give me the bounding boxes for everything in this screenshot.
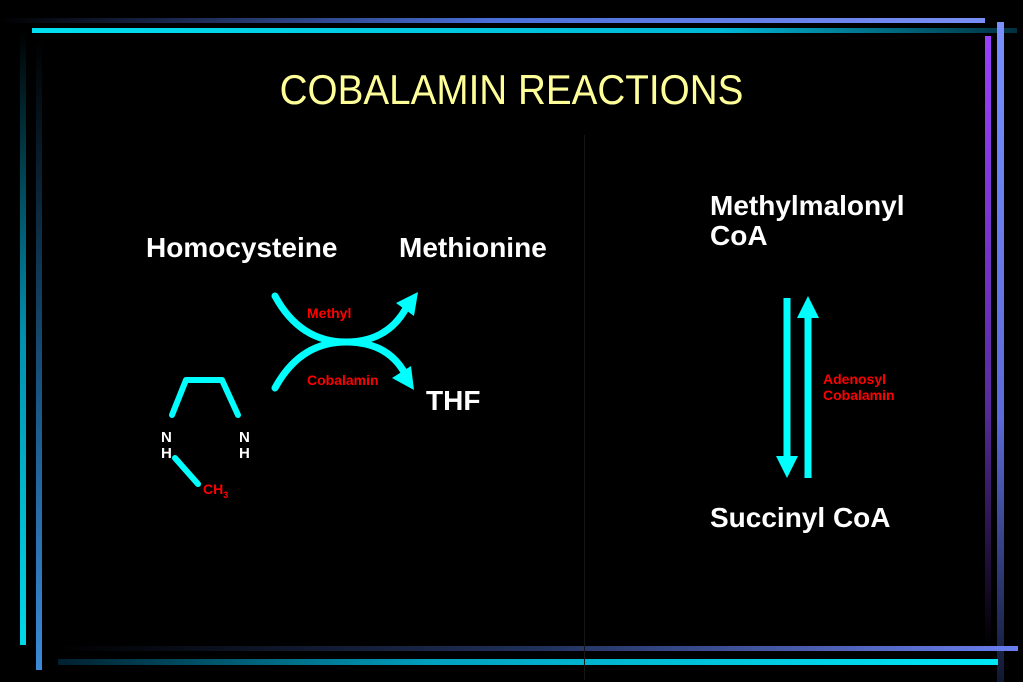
methyl-label: Methyl	[307, 305, 352, 321]
ch3-label: CH3	[203, 481, 229, 500]
slide-title: COBALAMIN REACTIONS	[279, 66, 744, 113]
adenosyl-cobalamin-label: Adenosyl Cobalamin	[823, 371, 895, 403]
homocysteine-label: Homocysteine	[146, 232, 338, 263]
succinyl-coa-label: Succinyl CoA	[710, 502, 891, 533]
methyl-bond	[172, 455, 201, 487]
panel-divider	[584, 135, 585, 680]
methionine-label: Methionine	[399, 232, 547, 263]
cobalamin-label: Cobalamin	[307, 372, 379, 388]
methionine-arrowhead	[396, 292, 418, 316]
thf-label: THF	[426, 385, 481, 416]
methylmalonyl-coa-label: Methylmalonyl CoA	[710, 190, 905, 251]
ring-n-right: N H	[239, 429, 250, 462]
up-arrowhead	[797, 296, 819, 318]
down-arrowhead	[776, 456, 798, 478]
ring-n-left: N H	[161, 429, 172, 462]
thf-arrowhead	[392, 366, 414, 390]
cobalamin-transfer-arrow	[271, 338, 412, 392]
ring-bonds	[169, 377, 241, 418]
methyl-transfer-arrow	[271, 292, 414, 346]
